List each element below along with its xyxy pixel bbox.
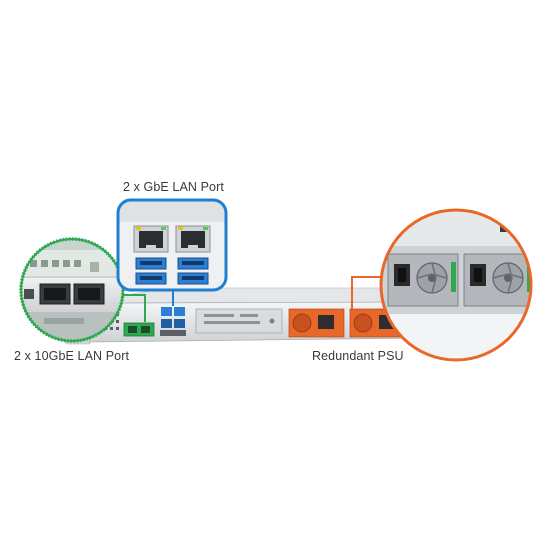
zoom-gbe-border: [116, 198, 228, 292]
expansion-slot: [195, 308, 283, 334]
connector-lines: [118, 276, 388, 322]
rj45-port-1: [133, 225, 169, 253]
chassis-gbe-ports: [160, 307, 186, 336]
gbe-port-label: 2 x GbE LAN Port: [123, 180, 224, 194]
zoom-psu-border: [379, 208, 533, 362]
redundant-psu-label: Redundant PSU: [312, 349, 404, 363]
zoom-10gbe: [19, 237, 125, 343]
rj45-port-2: [175, 225, 211, 253]
zoom-gbe: [116, 198, 228, 292]
connector-10gbe: [118, 294, 146, 322]
psu-module-2: [463, 253, 531, 307]
10gbe-port-label: 2 x 10GbE LAN Port: [14, 349, 130, 363]
psu-module-1: [387, 253, 459, 307]
zoom-psu: [379, 208, 533, 362]
usb-ports: [135, 257, 209, 285]
connector-psu: [351, 276, 388, 309]
